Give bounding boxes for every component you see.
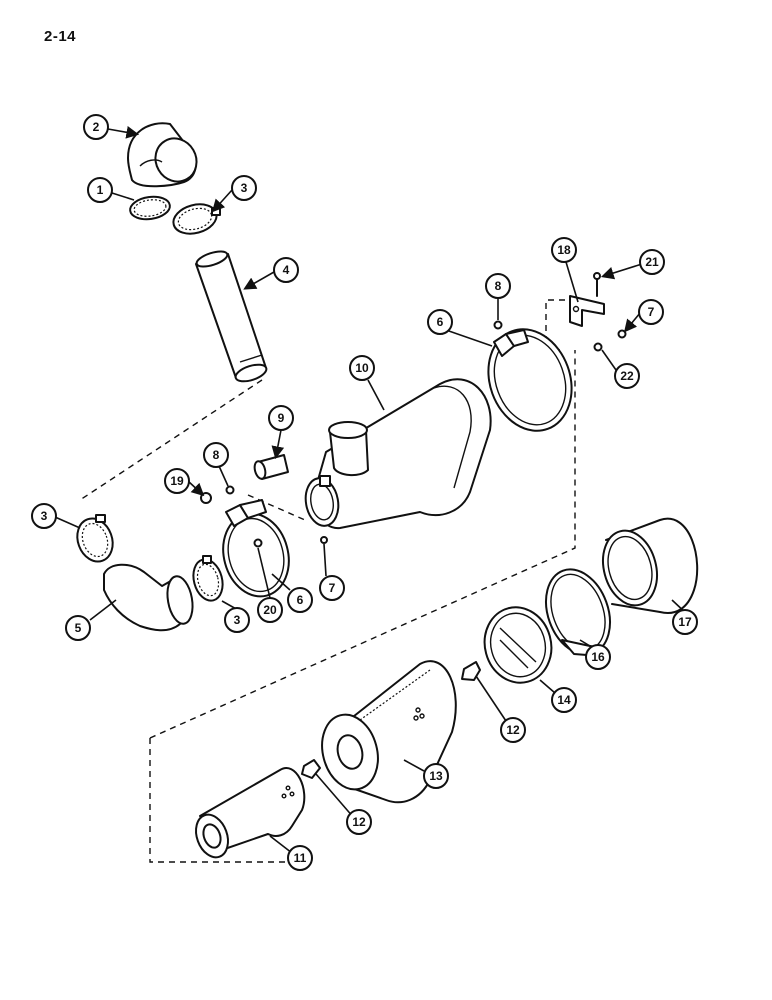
svg-text:19: 19 [170,474,184,488]
svg-text:21: 21 [645,255,659,269]
outer-cover [602,517,699,614]
hose-clamp-3-top [172,203,221,235]
svg-text:8: 8 [495,279,502,293]
svg-text:6: 6 [437,315,444,329]
callout-9: 9 [268,405,294,431]
svg-text:22: 22 [620,369,634,383]
callout-1: 1 [87,177,113,203]
callout-22: 22 [614,363,640,389]
air-cleaner-housing [304,378,492,530]
svg-text:12: 12 [506,723,520,737]
svg-text:7: 7 [648,305,655,319]
callout-6: 6 [427,309,453,335]
svg-text:3: 3 [234,613,241,627]
svg-text:12: 12 [352,815,366,829]
callout-8: 8 [203,442,229,468]
callout-7: 7 [638,299,664,325]
hardware-bolt-20 [253,538,263,548]
svg-text:1: 1 [97,183,104,197]
svg-text:13: 13 [429,769,443,783]
hardware-bolt-21 [593,272,601,297]
callout-8: 8 [485,273,511,299]
mounting-band-right [487,320,573,432]
callout-4: 4 [273,257,299,283]
svg-text:18: 18 [557,243,571,257]
callout-20: 20 [257,597,283,623]
svg-text:17: 17 [678,615,692,629]
callout-18: 18 [551,237,577,263]
hardware-nut-8-left [225,485,235,495]
straight-tube [195,250,268,383]
svg-text:16: 16 [591,650,605,664]
callout-3: 3 [31,503,57,529]
callouts: 2 1 3 4 3 5 3 6 19 8 20 7 9 10 6 8 18 21… [31,114,698,871]
callout-7: 7 [319,575,345,601]
svg-text:5: 5 [75,621,82,635]
hardware-washer-7-right [617,329,627,339]
leader-lines [54,126,689,854]
callout-16: 16 [585,644,611,670]
svg-text:7: 7 [329,581,336,595]
svg-text:3: 3 [241,181,248,195]
elbow-hose-lower [103,563,194,632]
callout-6: 6 [287,587,313,613]
svg-text:10: 10 [355,361,369,375]
callout-14: 14 [551,687,577,713]
callout-2: 2 [83,114,109,140]
svg-text:3: 3 [41,509,48,523]
svg-text:14: 14 [557,693,571,707]
callout-17: 17 [672,609,698,635]
hose-clamp-1 [129,195,171,221]
wing-nut-lower [301,759,321,779]
hose-clamp-3-bottom [192,555,224,602]
assembly-dashed-lines [79,299,576,863]
svg-text:11: 11 [294,851,307,865]
callout-21: 21 [639,249,665,275]
callout-13: 13 [423,763,449,789]
vacuator-cap [253,454,289,480]
callout-3: 3 [224,607,250,633]
elbow-hose-top [127,122,198,188]
callout-11: 11 [287,845,313,871]
svg-text:2: 2 [93,120,100,134]
callout-12: 12 [500,717,526,743]
svg-text:9: 9 [278,411,285,425]
hardware-nut-19 [200,492,212,504]
svg-text:20: 20 [263,603,277,617]
mounting-bracket [569,295,605,327]
callout-12: 12 [346,809,372,835]
mounting-band-left [222,499,290,598]
svg-text:4: 4 [283,263,290,277]
svg-text:6: 6 [297,593,304,607]
callout-3: 3 [231,175,257,201]
hose-clamp-3-left [76,514,114,563]
page-number: 2-14 [44,28,77,45]
callout-10: 10 [349,355,375,381]
wing-nut-upper [461,661,481,681]
callout-19: 19 [164,468,190,494]
secondary-filter-element [195,767,306,859]
primary-filter-element [321,660,457,804]
svg-text:8: 8 [213,448,220,462]
hardware-bolt-7-left [320,536,328,544]
callout-5: 5 [65,615,91,641]
end-cap [483,606,553,684]
hardware-nut-22 [593,342,603,352]
